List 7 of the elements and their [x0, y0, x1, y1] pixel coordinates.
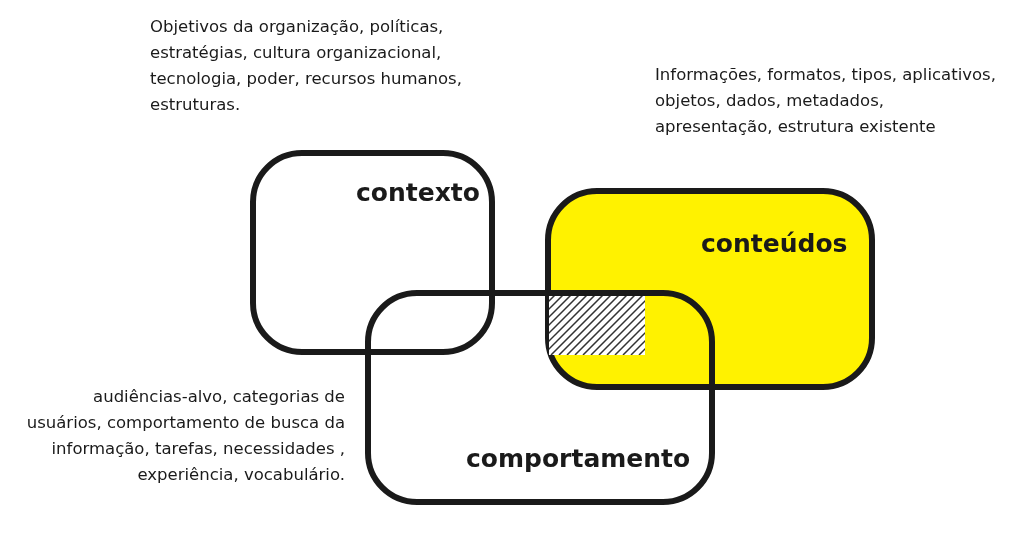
set-title: comportamento	[466, 444, 691, 473]
description-text: Informações, formatos, tipos, aplicativos, objetos, dados, metadados, apresentação, estrutura existente	[655, 64, 997, 138]
description-text: Objetivos da organização, políticas, estratégias, cultura organizacional, tecnologia, poder, recursos humanos, estruturas.	[150, 16, 463, 116]
rounded-set-box	[250, 150, 495, 355]
set-title: contexto	[356, 178, 480, 207]
set-title: conteúdos	[701, 229, 848, 258]
description-text: audiências-alvo, categorias de usuários, comportamento de busca da informação, tarefas, necessidades , experiência, vocabulário.	[25, 386, 345, 486]
